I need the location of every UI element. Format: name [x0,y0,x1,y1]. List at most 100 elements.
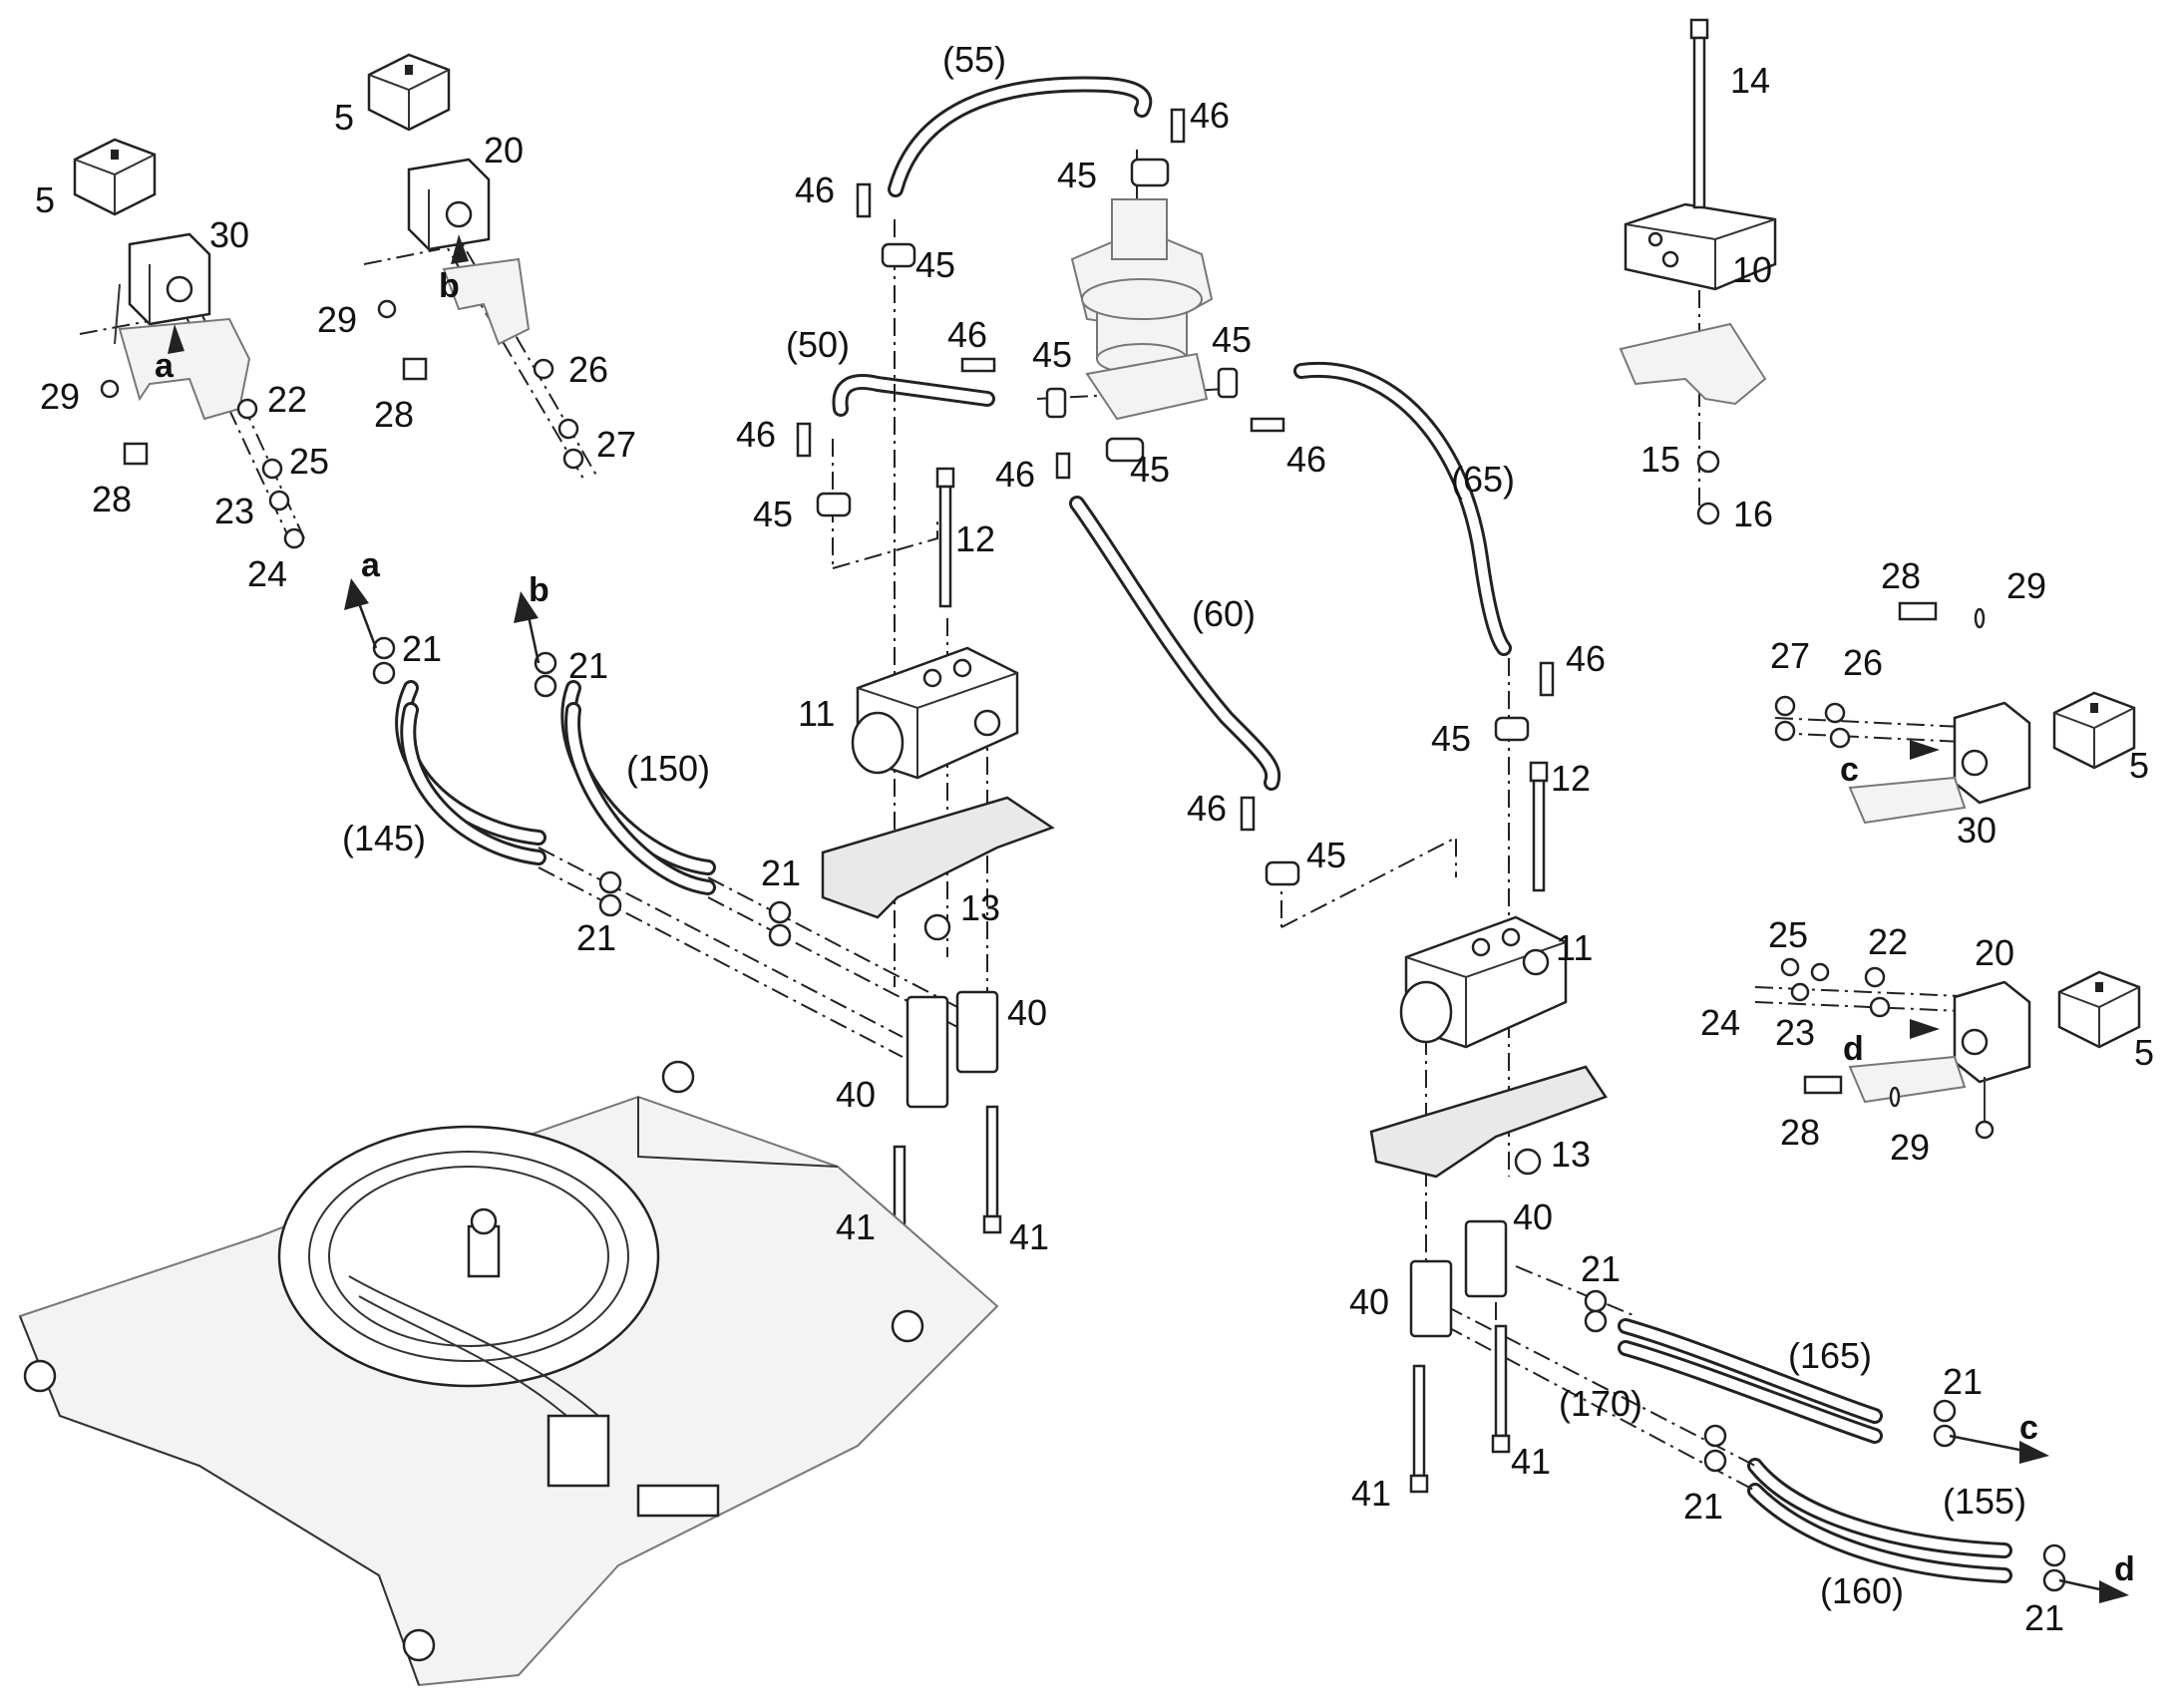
flow-letter-b: b [439,267,460,305]
label-hose-55: (55) [942,39,1006,80]
mounting-bracket-icon [118,257,1967,1179]
label-hose-60: (60) [1192,593,1256,634]
label-46: 46 [995,454,1035,495]
label-40: 40 [1513,1196,1553,1237]
label-46: 46 [1566,638,1606,679]
label-21: 21 [1581,1248,1621,1289]
flow-letter-a: a [155,347,175,385]
label-24: 24 [1700,1002,1740,1043]
label-5: 5 [35,179,55,220]
label-21: 21 [402,628,442,669]
flange-clamp-icon [100,158,2066,1592]
label-hose-150: (150) [626,748,710,789]
flow-letter-b: b [529,571,549,609]
label-30: 30 [1957,810,1997,851]
label-20: 20 [484,130,524,171]
label-41: 41 [1511,1441,1551,1482]
label-hose-170: (170) [1559,1383,1642,1424]
label-46: 46 [947,314,987,355]
label-26: 26 [1843,642,1883,683]
label-46: 46 [736,414,776,455]
label-30: 30 [209,214,249,255]
label-28: 28 [1881,555,1921,596]
label-45: 45 [915,244,955,285]
label-41: 41 [1351,1473,1391,1514]
label-21: 21 [576,917,616,958]
label-hose-50: (50) [786,324,850,365]
flow-letter-c: c [2019,1409,2038,1447]
label-28: 28 [374,394,414,435]
label-46: 46 [1286,439,1326,480]
label-40: 40 [836,1074,876,1115]
label-40: 40 [1349,1281,1389,1322]
label-21: 21 [1943,1361,1983,1402]
flow-letter-c: c [1840,751,1859,789]
label-12: 12 [955,518,995,559]
label-46: 46 [1190,95,1230,136]
flow-letter-d: d [2114,1550,2135,1588]
label-11: 11 [1556,927,1593,968]
label-5: 5 [334,97,354,138]
bolt-icon [123,18,1938,1494]
rotary-joint-icon [1070,198,1214,421]
label-22: 22 [267,379,307,420]
label-23: 23 [214,491,254,531]
label-29: 29 [317,299,357,340]
label-5: 5 [2129,745,2149,786]
label-46: 46 [1187,788,1227,829]
manifold-block [851,202,1777,1049]
flow-letter-d: d [1843,1030,1864,1068]
label-25: 25 [1768,914,1808,955]
label-29: 29 [2006,565,2046,606]
label-45: 45 [1130,449,1170,490]
label-21: 21 [1683,1486,1723,1527]
label-24: 24 [247,553,287,594]
label-40: 40 [1007,992,1047,1033]
label-15: 15 [1640,439,1680,480]
label-45: 45 [1032,334,1072,375]
label-12: 12 [1551,758,1591,799]
part-labels: 5 5 5 5 30 30 20 20 29 29 29 29 28 28 28… [35,39,2154,1638]
label-23: 23 [1775,1012,1815,1053]
label-20: 20 [1975,932,2014,973]
label-10: 10 [1732,249,1772,290]
right-hoses [1618,1318,2012,1583]
label-45: 45 [753,494,793,534]
label-22: 22 [1868,921,1908,962]
label-46: 46 [795,170,835,210]
slewing-frame-icon [18,1060,999,1687]
label-28: 28 [92,479,132,519]
label-14: 14 [1730,60,1770,101]
label-16: 16 [1733,494,1773,534]
flow-arrow-icon [168,234,2129,1603]
label-hose-160: (160) [1820,1570,1904,1611]
label-45: 45 [1212,319,1252,360]
upper-hoses [832,76,1512,791]
label-5: 5 [2134,1032,2154,1073]
label-27: 27 [596,424,636,465]
label-hose-145: (145) [342,818,426,858]
label-21: 21 [2024,1597,2064,1638]
label-21: 21 [568,645,608,686]
label-26: 26 [568,349,608,390]
label-13: 13 [960,887,1000,928]
label-28: 28 [1780,1112,1820,1153]
label-hose-65: (65) [1451,459,1515,500]
label-11: 11 [798,693,835,734]
label-29: 29 [40,376,80,417]
label-45: 45 [1057,155,1097,195]
connector-cap-icon [73,53,2141,1049]
label-27: 27 [1770,635,1810,676]
flow-letter-a: a [361,546,381,584]
label-hose-165: (165) [1788,1335,1872,1376]
label-13: 13 [1551,1134,1591,1175]
left-hoses [395,680,716,895]
label-45: 45 [1431,718,1471,759]
label-41: 41 [1009,1216,1049,1257]
label-41: 41 [836,1206,876,1247]
label-45: 45 [1306,835,1346,875]
label-21: 21 [761,853,801,893]
label-29: 29 [1890,1127,1930,1168]
